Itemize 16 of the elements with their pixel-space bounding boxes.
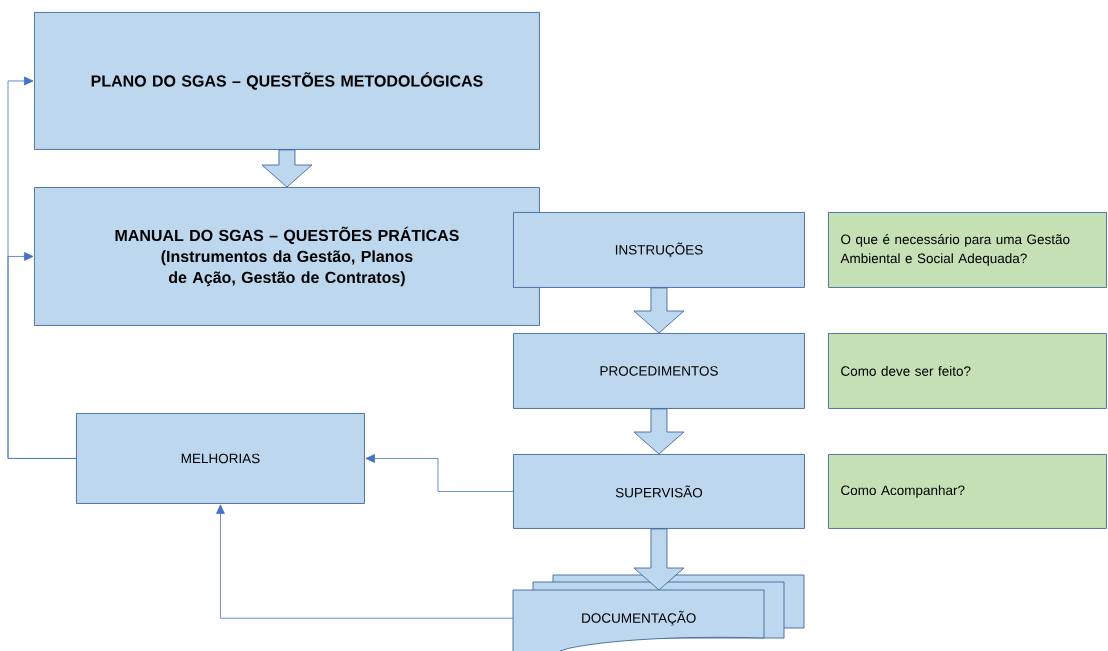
- arrow: [7, 252, 77, 459]
- process-box: SUPERVISÃO: [513, 454, 805, 529]
- block-arrow: [261, 149, 313, 188]
- note-box: Como deve ser feito?: [828, 333, 1107, 409]
- note-box: Como Acompanhar?: [828, 454, 1107, 529]
- block-arrow: [633, 287, 685, 334]
- note-box: O que é necessário para uma Gestão Ambiental e Social Adequada?: [828, 212, 1107, 288]
- block-arrow: [633, 528, 685, 591]
- title-box: PLANO DO SGAS – QUESTÕES METODOLÓGICAS: [34, 12, 540, 150]
- arrow: [216, 504, 514, 619]
- arrow: [365, 454, 514, 492]
- block-arrow: [633, 408, 685, 455]
- process-box: PROCEDIMENTOS: [513, 333, 805, 409]
- process-box: MELHORIAS: [76, 413, 365, 504]
- document-stack: DOCUMENTAÇÃO: [512, 574, 805, 651]
- process-box: INSTRUÇÕES: [513, 212, 805, 288]
